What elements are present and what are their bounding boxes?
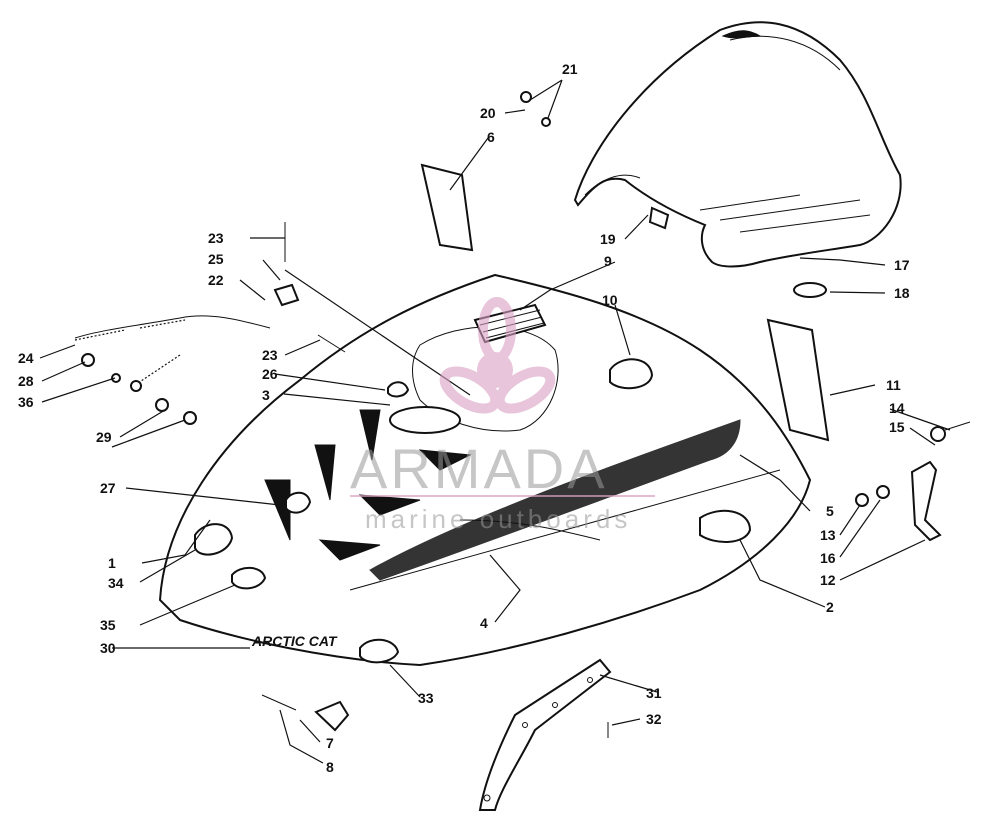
watermark-brand: ARMADA <box>350 437 608 500</box>
hood <box>158 273 812 667</box>
callout-28: 28 <box>18 373 34 389</box>
watermark: ARMADA marine outboards <box>350 297 655 534</box>
callout-22: 22 <box>208 272 224 288</box>
callout-33: 32 <box>646 711 662 727</box>
windshield <box>573 21 902 268</box>
callout-11: 11 <box>886 377 901 393</box>
callout-5: 5 <box>826 503 834 519</box>
callout-10: 10 <box>602 292 618 308</box>
callout-19: 19 <box>600 231 616 247</box>
watermark-tagline: marine outboards <box>365 504 631 534</box>
hood-badge-text: ARCTIC CAT <box>251 633 338 649</box>
callout-36: 35 <box>100 617 116 633</box>
callout-35: 34 <box>108 575 124 591</box>
callout-21: 21 <box>562 61 578 77</box>
callout-25: 25 <box>208 251 224 267</box>
callout-23-bottom: 23 <box>262 347 278 363</box>
callout-labels: 1 2 3 4 5 6 7 8 9 10 11 12 13 14 15 16 1… <box>18 61 910 775</box>
callout-9: 9 <box>604 253 612 269</box>
callout-27: 27 <box>100 480 116 496</box>
callout-20: 20 <box>480 105 496 121</box>
callout-8: 8 <box>326 759 334 775</box>
callout-1: 1 <box>108 555 116 571</box>
callout-26: 26 <box>262 366 278 382</box>
leader-lines <box>39 79 951 764</box>
watermark-logo-icon <box>439 297 556 414</box>
callout-4: 4 <box>480 615 488 631</box>
callout-24: 24 <box>18 350 34 366</box>
cable-spring-assembly <box>74 222 346 425</box>
callout-32: 31 <box>646 685 662 701</box>
panel-6 <box>420 163 474 252</box>
callout-29: 29 <box>96 429 112 445</box>
callout-30: 30 <box>100 640 116 656</box>
callout-6: 6 <box>487 129 495 145</box>
callout-37: 36 <box>18 394 34 410</box>
callout-2: 2 <box>826 599 834 615</box>
callout-12: 12 <box>820 572 836 588</box>
callout-18: 18 <box>894 285 910 301</box>
brace-32 <box>478 658 612 811</box>
panel-11 <box>766 318 830 442</box>
callout-16: 16 <box>820 550 836 566</box>
callout-23-top: 23 <box>208 230 224 246</box>
callout-14: 14 <box>889 400 905 416</box>
callout-15: 15 <box>889 419 905 435</box>
callout-17: 17 <box>894 257 910 273</box>
callout-3: 3 <box>262 387 270 403</box>
callout-13: 13 <box>820 527 836 543</box>
bracket-7 <box>314 700 350 732</box>
callout-7: 7 <box>326 735 334 751</box>
callout-34: 33 <box>418 690 434 706</box>
latch-assembly <box>855 421 971 542</box>
